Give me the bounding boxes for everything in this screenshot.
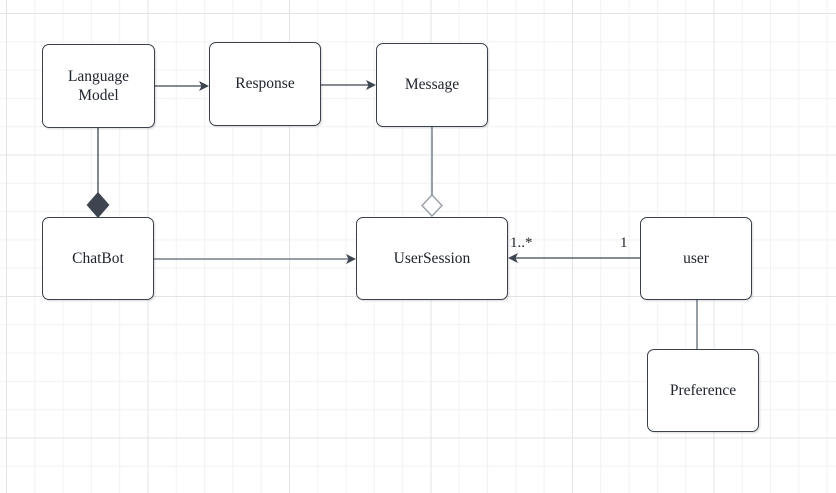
node-usersession[interactable]: UserSession	[356, 217, 508, 300]
node-user[interactable]: user	[640, 217, 752, 300]
multiplicity-label[interactable]: 1	[620, 235, 628, 251]
edge-language-model-to-response[interactable]	[155, 81, 209, 91]
arrowhead	[366, 80, 376, 90]
node-response[interactable]: Response	[209, 42, 321, 126]
node-chatbot[interactable]: ChatBot	[42, 217, 154, 300]
node-label: Language Model	[67, 67, 130, 104]
arrowhead	[508, 253, 518, 263]
node-label: UserSession	[393, 249, 471, 267]
node-label: Response	[235, 75, 295, 93]
node-label: Message	[404, 76, 460, 94]
arrowhead	[346, 254, 356, 264]
edge-message-aggregation-usersession[interactable]	[421, 127, 443, 218]
edge-language-model-composition-chatbot[interactable]	[86, 128, 110, 219]
node-language-model[interactable]: Language Model	[42, 44, 155, 128]
node-label: Preference	[669, 381, 737, 399]
multiplicity-label[interactable]: 1..*	[510, 235, 533, 251]
arrowhead	[199, 81, 209, 91]
edge-response-to-message[interactable]	[321, 80, 376, 90]
node-label: user	[683, 249, 709, 267]
node-preference[interactable]: Preference	[647, 349, 759, 432]
node-message[interactable]: Message	[376, 43, 488, 127]
aggregation-diamond-icon	[421, 193, 443, 218]
node-label: ChatBot	[72, 249, 124, 267]
edge-user-to-usersession[interactable]	[508, 253, 640, 263]
composition-diamond-icon	[86, 191, 110, 219]
edge-chatbot-to-usersession[interactable]	[154, 254, 356, 264]
